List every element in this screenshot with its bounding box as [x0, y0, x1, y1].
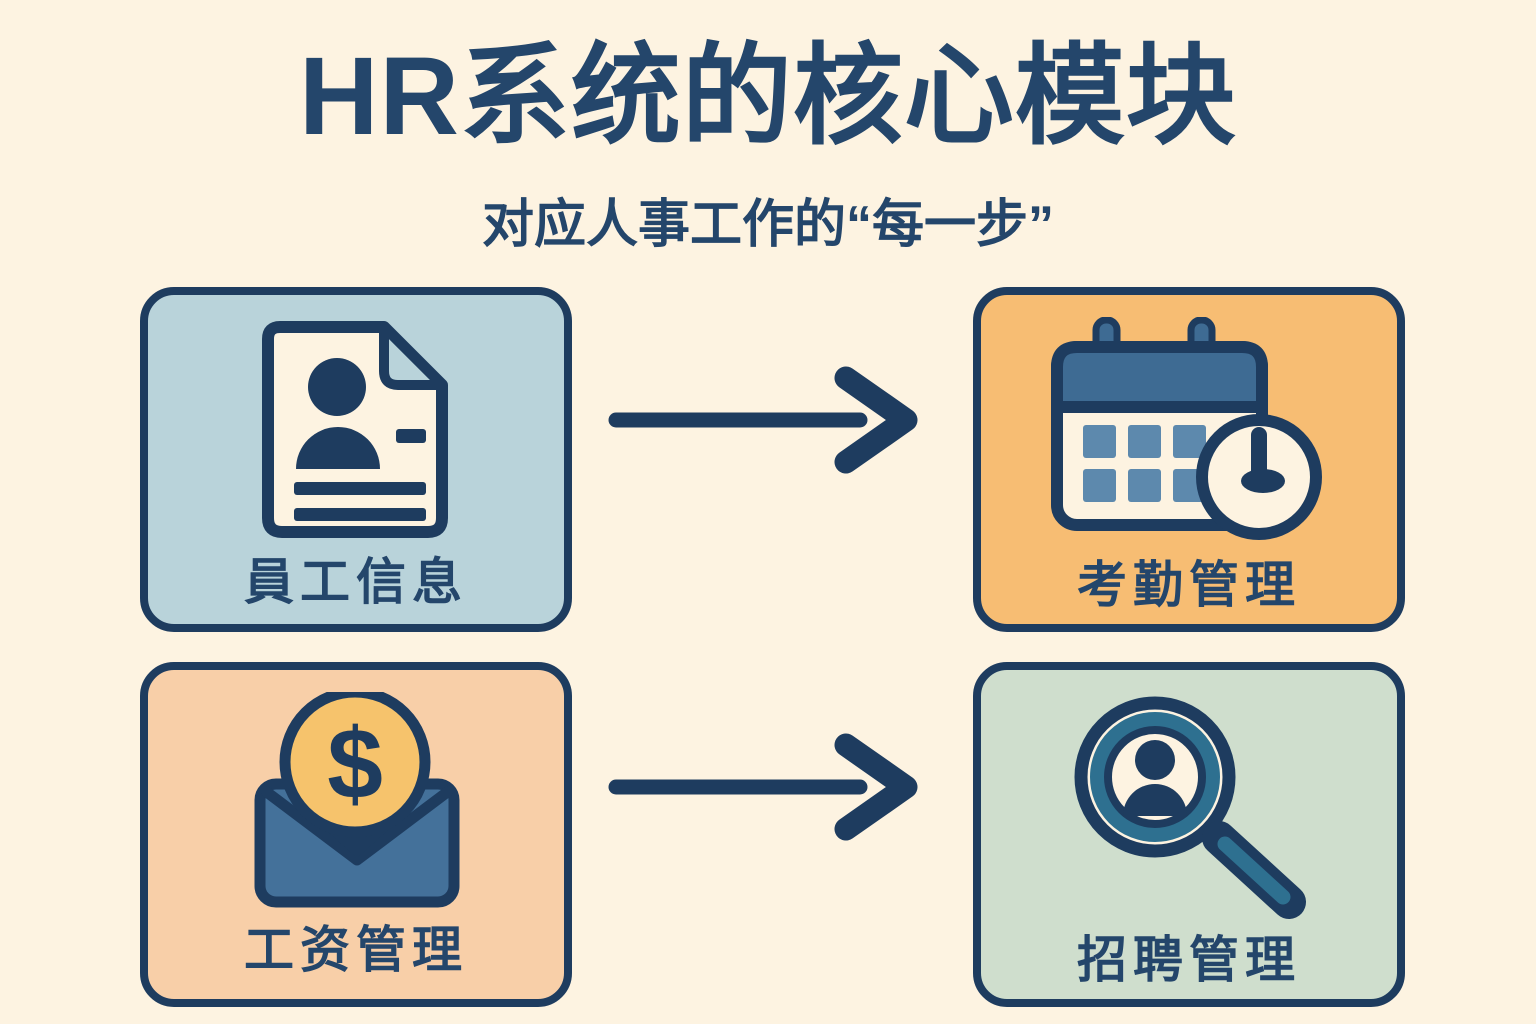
- page-subtitle: 对应人事工作的“每一步”: [481, 196, 1054, 254]
- search-person-icon: [1067, 692, 1312, 920]
- module-card-payroll: $ 工资管理: [140, 662, 572, 1007]
- module-card-employee-info: 員工信息: [140, 287, 572, 632]
- module-card-recruitment: 招聘管理: [973, 662, 1405, 1007]
- calendar-clock-icon: [1051, 317, 1327, 545]
- flow-arrow-top: [602, 360, 922, 480]
- module-label: 工资管理: [244, 922, 468, 978]
- svg-text:$: $: [327, 708, 383, 820]
- salary-envelope-icon: $: [250, 692, 462, 910]
- module-label: 考勤管理: [1077, 557, 1301, 613]
- module-label: 員工信息: [244, 554, 468, 610]
- module-card-attendance: 考勤管理: [973, 287, 1405, 632]
- document-person-icon: [256, 317, 456, 542]
- page-title: HR系统的核心模块: [299, 35, 1237, 158]
- module-label: 招聘管理: [1077, 932, 1301, 988]
- flow-arrow-bottom: [602, 727, 922, 847]
